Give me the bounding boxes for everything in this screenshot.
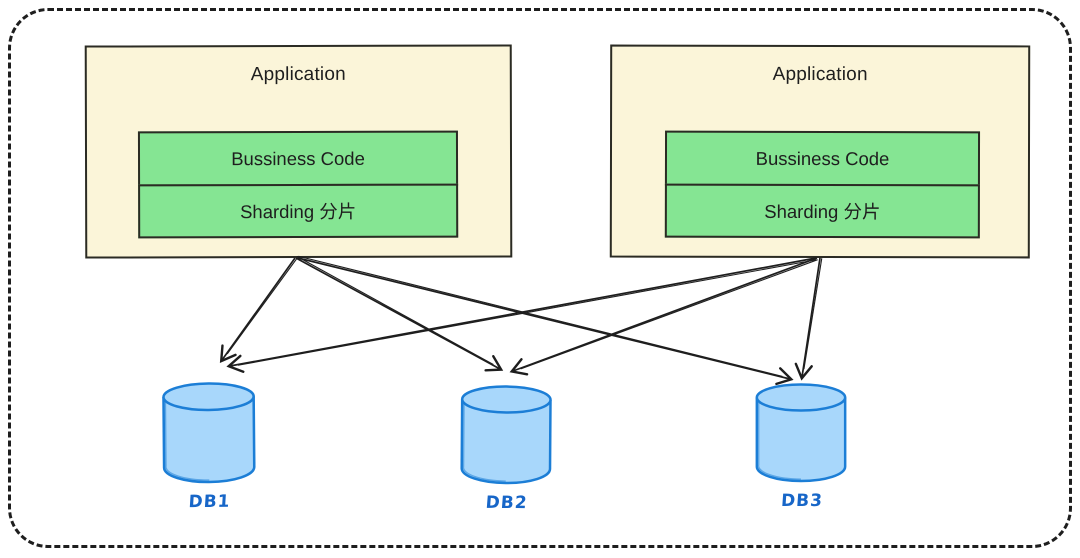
dashed-boundary-frame (8, 8, 1072, 548)
database-cylinder-icon (162, 382, 256, 484)
sharding-layer: Sharding 分片 (664, 183, 980, 238)
application-layer-stack: Bussiness Code Sharding 分片 (137, 130, 459, 238)
business-code-layer: Bussiness Code (137, 130, 459, 187)
database-node-db3: DB3 (753, 382, 851, 511)
database-label: DB3 (780, 491, 824, 511)
application-node-2: Application Bussiness Code Sharding 分片 (609, 44, 1031, 259)
application-node-1: Application Bussiness Code Sharding 分片 (84, 44, 513, 259)
application-title: Application (772, 63, 868, 86)
application-title: Application (250, 63, 346, 86)
database-cylinder-icon (755, 383, 847, 483)
business-code-layer: Bussiness Code (664, 130, 981, 187)
database-label: DB1 (187, 491, 232, 513)
database-label: DB2 (484, 492, 529, 514)
sharding-layer: Sharding 分片 (138, 183, 459, 238)
application-layer-stack: Bussiness Code Sharding 分片 (664, 130, 981, 238)
database-node-db1: DB1 (159, 381, 258, 513)
database-node-db2: DB2 (458, 384, 557, 514)
database-cylinder-icon (460, 385, 552, 485)
